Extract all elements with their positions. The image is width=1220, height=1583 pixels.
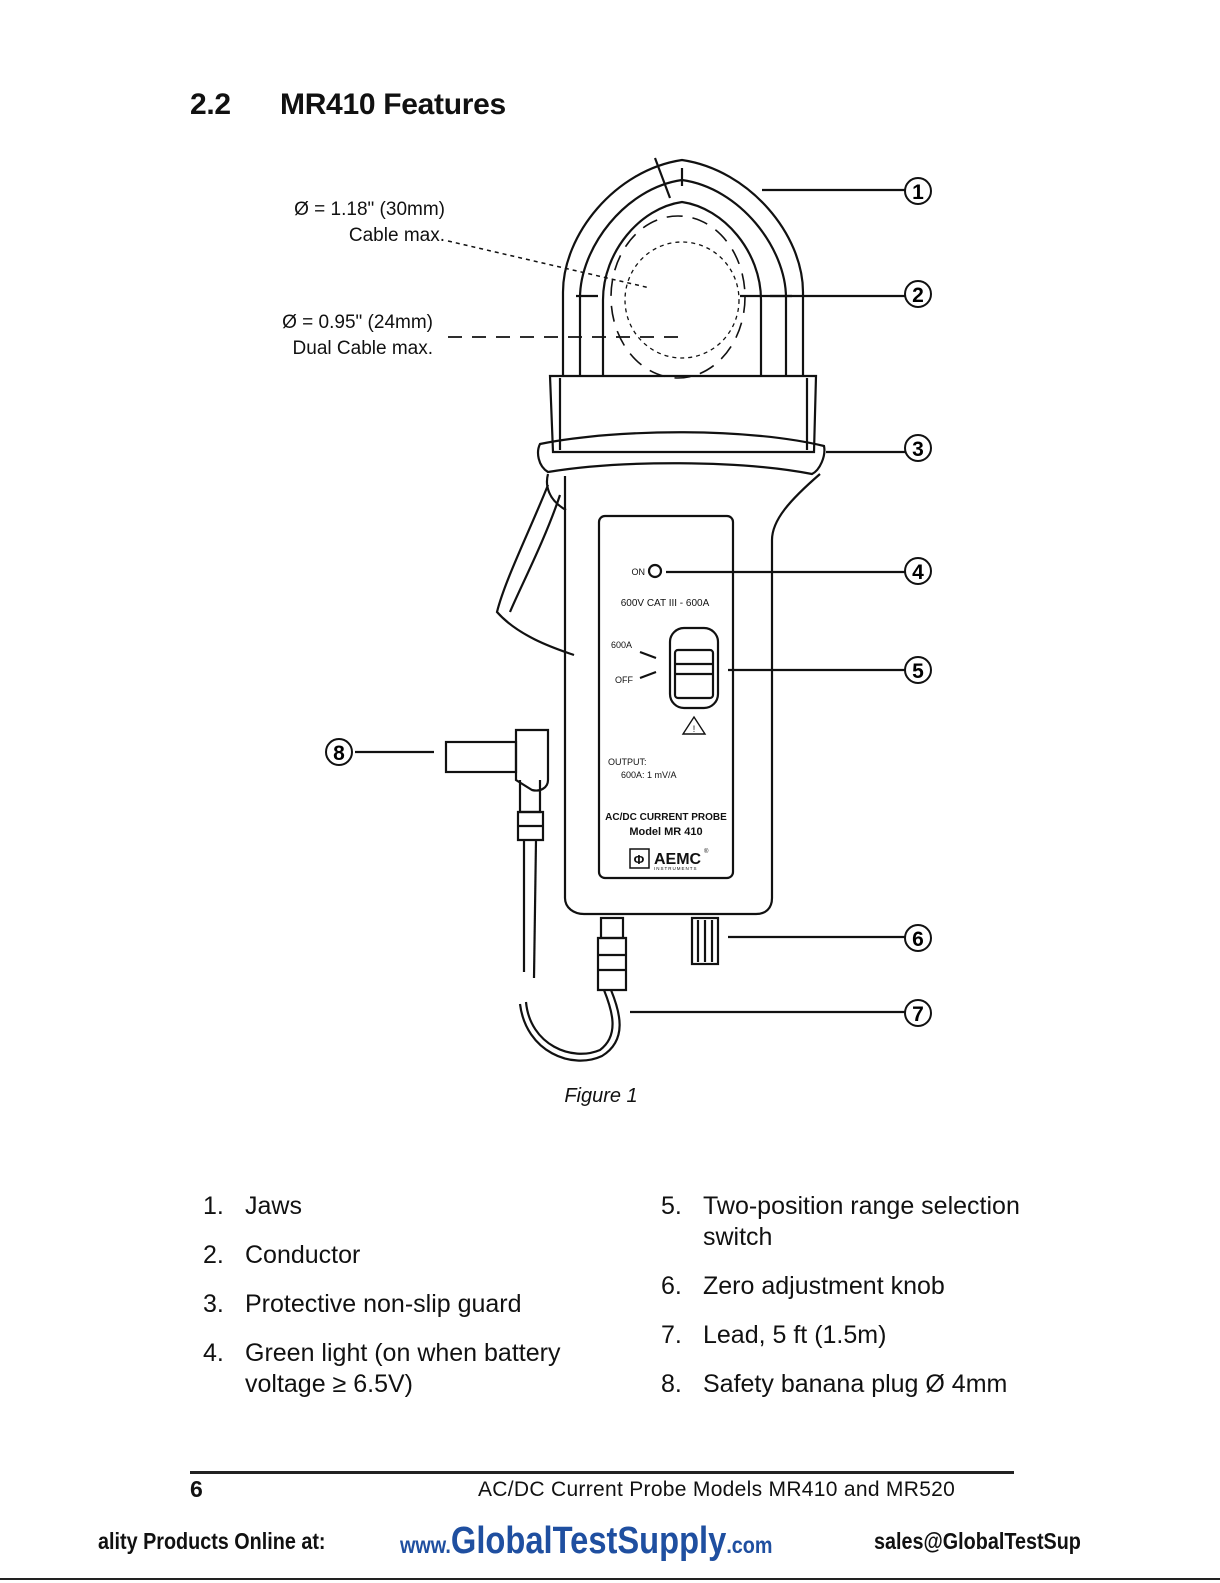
output-label: OUTPUT:: [608, 757, 647, 767]
banner-left: ality Products Online at:: [98, 1528, 326, 1554]
warning-mark: !: [693, 724, 696, 734]
non-slip-guard: [537, 431, 826, 476]
svg-text:2: 2: [912, 284, 924, 307]
feature-number: 3.: [203, 1290, 224, 1318]
feature-number: 7.: [661, 1321, 682, 1349]
svg-text:7: 7: [912, 1003, 924, 1026]
feature-text: Protective non-slip guard: [245, 1290, 522, 1318]
dim-small: Ø = 0.95" (24mm): [282, 312, 433, 333]
feature-item: 3. Protective non-slip guard: [203, 1289, 623, 1320]
svg-text:6: 6: [912, 928, 924, 951]
lead: [524, 989, 614, 1055]
footer-title: AC/DC Current Probe Models MR410 and MR5…: [478, 1478, 956, 1501]
svg-text:4: 4: [912, 561, 924, 584]
callout-8: 8: [325, 738, 353, 766]
aemc-logo-icon: [629, 848, 650, 869]
svg-text:3: 3: [912, 438, 924, 461]
callout-7: 7: [904, 999, 932, 1027]
feature-text: Lead, 5 ft (1.5m): [703, 1321, 887, 1349]
feature-number: 4.: [203, 1339, 224, 1367]
callout-4: 4: [904, 557, 932, 585]
switch-off-label: OFF: [615, 675, 633, 685]
svg-text:5: 5: [912, 660, 924, 683]
model-label: Model MR 410: [629, 826, 702, 838]
web-banner: ality Products Online at: www.GlobalTest…: [0, 1520, 1220, 1562]
brand-mark: ®: [704, 848, 709, 855]
feature-item: 7. Lead, 5 ft (1.5m): [661, 1320, 1081, 1351]
features-list-left: 1. Jaws 2. Conductor 3. Protective non-slip g…: [203, 1191, 623, 1400]
feature-item: 2. Conductor: [203, 1240, 623, 1271]
section-heading: 2.2 MR410 Features: [190, 88, 506, 122]
svg-text:1: 1: [912, 181, 924, 204]
feature-number: 6.: [661, 1272, 682, 1300]
section-title: MR410 Features: [280, 88, 506, 121]
feature-text: Two-position range selection switch: [703, 1192, 1020, 1251]
feature-number: 8.: [661, 1370, 682, 1398]
features-list-right: 5. Two-position range selection switch 6. Z…: [661, 1191, 1081, 1400]
feature-item: 1. Jaws: [203, 1191, 623, 1222]
feature-text: Green light (on when battery voltage ≥ 6…: [245, 1339, 561, 1398]
conductor: [610, 215, 746, 379]
svg-text:Φ: Φ: [634, 852, 645, 867]
range-switch: [668, 626, 720, 710]
feature-item: 4. Green light (on when battery voltage ≥…: [203, 1338, 623, 1400]
bottom-rule: [0, 1578, 1220, 1580]
feature-item: 6. Zero adjustment knob: [661, 1271, 1081, 1302]
probe-figure: 1 2 3 4 5 6 7 8 Ø = 1.18" (30mm) Cable m…: [282, 157, 932, 1062]
jaws: [561, 158, 805, 376]
product-label: AC/DC CURRENT PROBE: [605, 812, 727, 823]
feature-number: 1.: [203, 1192, 224, 1220]
banner-email[interactable]: sales@GlobalTestSup: [874, 1528, 1081, 1554]
brand-sub: INSTRUMENTS: [654, 866, 698, 871]
feature-text: Jaws: [245, 1192, 302, 1220]
feature-item: 8. Safety banana plug Ø 4mm: [661, 1369, 1081, 1400]
callout-6: 6: [904, 924, 932, 952]
page-number: 6: [190, 1476, 203, 1502]
feature-number: 5.: [661, 1192, 682, 1220]
brand-name: AEMC: [654, 851, 702, 868]
banner-url[interactable]: www.GlobalTestSupply.com: [400, 1520, 773, 1562]
figure-caption: Figure 1: [564, 1085, 638, 1107]
switch-high-label: 600A: [611, 640, 632, 650]
output-value: 600A: 1 mV/A: [621, 770, 677, 780]
section-number: 2.2: [190, 88, 231, 121]
label-panel: [597, 514, 735, 880]
feature-text: Zero adjustment knob: [703, 1272, 945, 1300]
callout-5: 5: [904, 656, 932, 684]
svg-text:8: 8: [333, 742, 345, 765]
green-light: [647, 563, 663, 579]
feature-text: Conductor: [245, 1241, 361, 1269]
callout-2: 2: [904, 280, 932, 308]
banana-plug: [444, 740, 518, 774]
footer-rule: [190, 1471, 1014, 1474]
callout-1: 1: [904, 177, 932, 205]
callout-3: 3: [904, 434, 932, 462]
rating-label: 600V CAT III - 600A: [621, 598, 710, 609]
dim-small-sub: Dual Cable max.: [293, 338, 433, 359]
on-label: ON: [632, 567, 646, 577]
feature-item: 5. Two-position range selection switch: [661, 1191, 1081, 1253]
feature-text: Safety banana plug Ø 4mm: [703, 1370, 1008, 1398]
dim-large: Ø = 1.18" (30mm): [294, 199, 445, 220]
feature-number: 2.: [203, 1241, 224, 1269]
zero-knob: [690, 916, 720, 966]
dim-large-sub: Cable max.: [349, 225, 445, 246]
